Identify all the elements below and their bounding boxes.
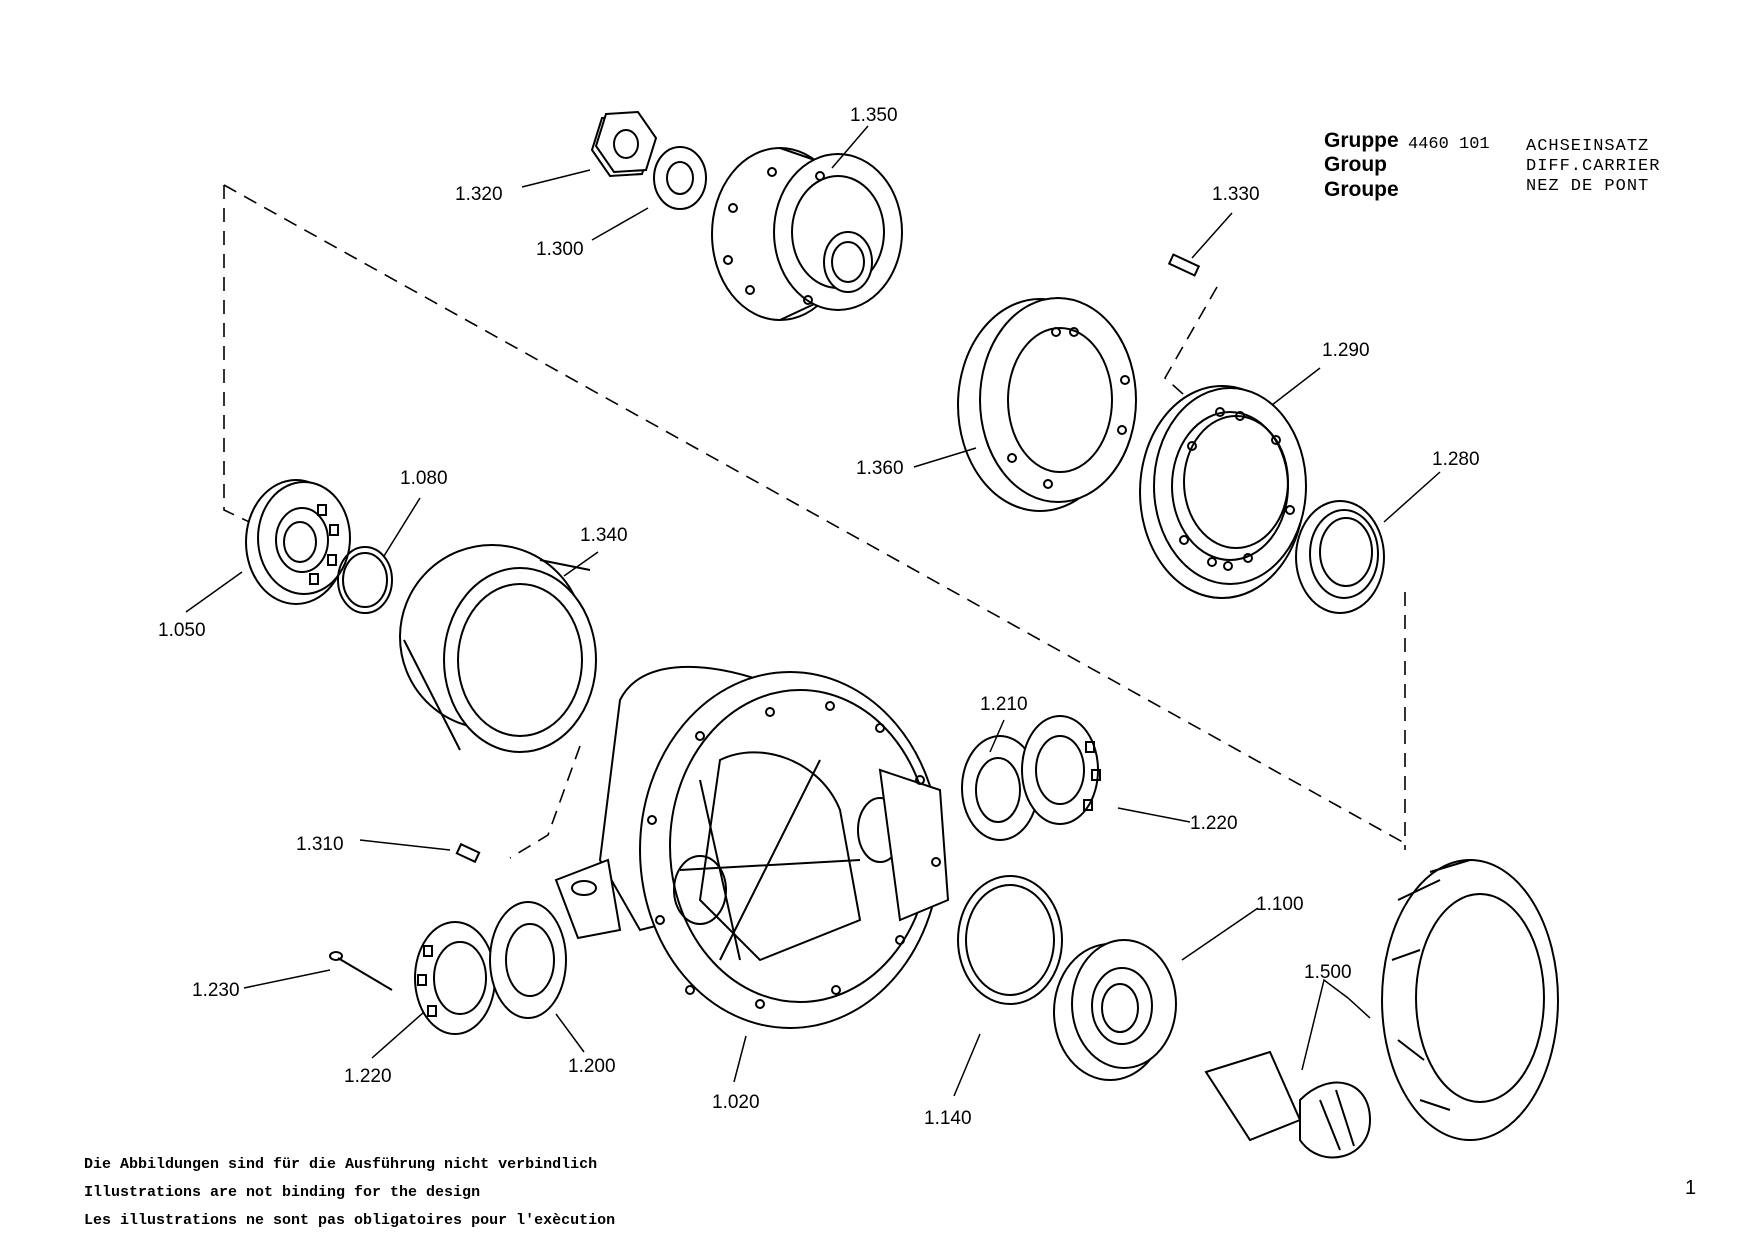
part-label: 1.230 — [192, 980, 240, 1001]
adjusting-ring — [957, 297, 1137, 512]
pinion-bearing — [1053, 939, 1177, 1081]
roller-bearing-left — [245, 479, 351, 605]
part-label: 1.050 — [158, 620, 206, 641]
part-label: 1.220 — [1190, 813, 1238, 834]
part-label: 1.310 — [296, 834, 344, 855]
part-label: 1.280 — [1432, 449, 1480, 470]
hex-nut — [590, 110, 658, 178]
adjusting-nut-right — [1021, 715, 1101, 825]
part-label: 1.340 — [580, 525, 628, 546]
page-number: 1 — [1685, 1177, 1697, 1199]
disclaimer-de: Die Abbildungen sind für die Ausführung … — [84, 1156, 598, 1173]
bearing-cover — [1139, 385, 1307, 599]
leader-lines — [185, 125, 1441, 1097]
differential-housing — [554, 665, 950, 1029]
group-name-de: ACHSEINSATZ — [1526, 137, 1650, 156]
part-number-labels: 1.350 1.320 1.300 1.330 1.290 1.360 1.28… — [158, 105, 1480, 1129]
part-label: 1.200 — [568, 1056, 616, 1077]
part-label: 1.500 — [1304, 962, 1352, 983]
bearing-cup-left — [489, 901, 567, 1019]
part-label: 1.360 — [856, 458, 904, 479]
pin — [455, 842, 481, 864]
part-label: 1.220 — [344, 1066, 392, 1087]
disclaimer-en: Illustrations are not binding for the de… — [84, 1184, 481, 1201]
washer — [653, 146, 707, 210]
part-label: 1.350 — [850, 105, 898, 126]
part-label: 1.290 — [1322, 340, 1370, 361]
group-number: 4460 101 — [1408, 135, 1490, 154]
group-name-fr: NEZ DE PONT — [1526, 177, 1650, 196]
disclaimer-fr: Les illustrations ne sont pas obligatoir… — [84, 1212, 616, 1229]
snap-ring — [337, 546, 393, 614]
sleeve-ring — [399, 544, 597, 753]
header-label-de: Gruppe — [1324, 129, 1399, 152]
part-label: 1.020 — [712, 1092, 760, 1113]
part-label: 1.100 — [1256, 894, 1304, 915]
part-label: 1.080 — [400, 468, 448, 489]
part-label: 1.210 — [980, 694, 1028, 715]
part-label: 1.140 — [924, 1108, 972, 1129]
shaft-seal — [1295, 500, 1385, 614]
crown-wheel-and-pinion — [1204, 859, 1559, 1159]
adjusting-nut-left — [414, 921, 496, 1035]
header-label-fr: Groupe — [1324, 178, 1399, 201]
set-screw — [1167, 253, 1201, 277]
part-label: 1.320 — [455, 184, 503, 205]
group-name-en: DIFF.CARRIER — [1526, 157, 1661, 176]
part-label: 1.300 — [536, 239, 584, 260]
header-label-en: Group — [1324, 153, 1387, 176]
part-label: 1.330 — [1212, 184, 1260, 205]
shim-ring — [957, 875, 1063, 1005]
drive-flange — [711, 147, 903, 321]
cotter-pin — [329, 951, 393, 991]
